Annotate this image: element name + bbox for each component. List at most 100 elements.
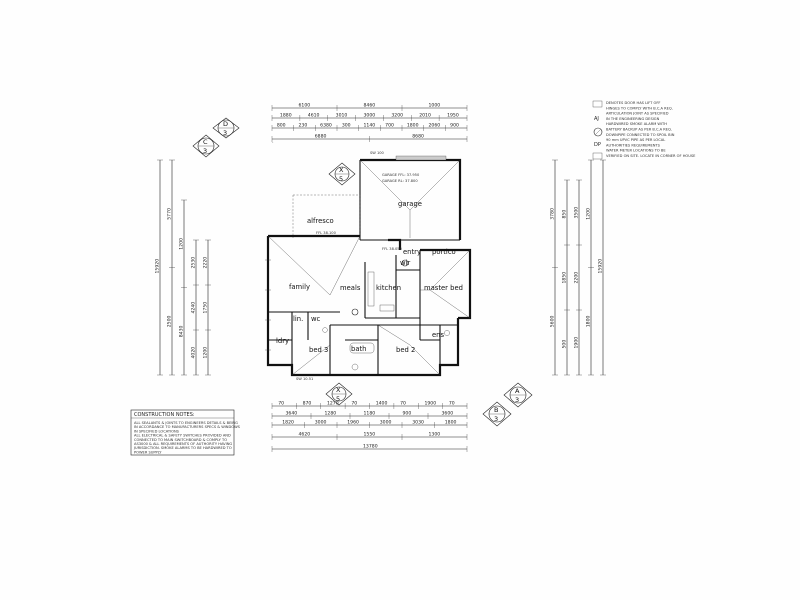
dimension-label: 850 — [562, 210, 568, 219]
right-dimensions: 3780560085018505003500220019001200180015… — [550, 159, 606, 376]
dimension-label: 800 — [277, 123, 286, 129]
dimension-label: 2010 — [419, 113, 431, 119]
section-marker-d: D 3 — [212, 117, 240, 139]
dimension-label: 70 — [400, 401, 406, 407]
smoke-alarm-icon — [593, 127, 603, 137]
section-marker-x-top: X 5 — [328, 162, 356, 186]
roof-hip-lines — [267, 159, 471, 376]
sw-top-label: SW 100 — [370, 151, 385, 155]
room-wc: wc — [311, 315, 321, 323]
section-b-letter: B — [494, 406, 498, 414]
room-garage: garage — [398, 200, 422, 208]
dimension-label: 15920 — [155, 259, 161, 274]
dimension-label: 1200 — [179, 238, 185, 250]
garage-ffl-label: GARAGE FFL: 37.950 — [382, 173, 420, 177]
dimension-label: 5600 — [550, 315, 556, 327]
legend-line: HINGES TO COMPLY WITH B.C.A REQ. — [606, 106, 673, 110]
legend-line: BATTERY BACKUP AS PER B.C.A REQ. — [606, 128, 672, 132]
room-entry: entry — [403, 248, 421, 256]
legend-line: 90 mm UPVC PIPE AS PER LOCAL — [606, 138, 665, 142]
section-d-letter: D — [223, 120, 228, 128]
bath-tub — [349, 342, 375, 354]
dimension-label: 1300 — [429, 432, 441, 438]
main-ffl-label: FFL 38.050 — [382, 247, 403, 251]
dimension-label: 2220 — [203, 257, 209, 269]
dimension-label: 70 — [278, 401, 284, 407]
alfresco-ffl-label: FFL 38.100 — [316, 231, 337, 235]
construction-notes-title: CONSTRUCTION NOTES: — [134, 412, 195, 418]
section-x-bottom-letter: X — [336, 386, 341, 394]
dimension-label: 6100 — [299, 103, 311, 109]
dimension-label: 1850 — [562, 272, 568, 284]
section-marker-a: A 3 — [503, 382, 533, 408]
room-master-bed: master bed — [424, 284, 463, 292]
left-dimensions: 1592057702500120084302530424040202220175… — [155, 159, 211, 376]
dimension-label: 3640 — [286, 411, 298, 417]
dimension-label: 6880 — [315, 134, 327, 140]
downpipe-symbol: DP — [594, 142, 601, 148]
dimension-label: 2530 — [191, 257, 197, 269]
room-wir: wir — [400, 259, 410, 267]
kitchen-island — [379, 304, 395, 312]
dimension-label: 900 — [403, 411, 412, 417]
dimension-label: 8680 — [412, 134, 424, 140]
section-marker-c: C 3 — [192, 134, 220, 158]
construction-note-line: CONNECTED TO MAIN SWITCHBOARD & COMPLY T… — [134, 438, 227, 442]
articulation-joint-symbol: AJ — [594, 116, 599, 122]
dimension-label: 1880 — [280, 113, 292, 119]
section-marker-x-bottom: X 5 — [325, 382, 353, 406]
dimension-label: 3000 — [380, 420, 392, 426]
dimension-label: 1800 — [586, 315, 592, 327]
room-portico: portico — [432, 248, 456, 256]
dimension-label: 1950 — [447, 113, 459, 119]
section-marker-b: B 3 — [482, 401, 512, 427]
dimension-label: 1960 — [347, 420, 359, 426]
dimension-label: 1900 — [424, 401, 436, 407]
legend-line: VERIFIED ON SITE. LOCATE IN CORNER OF HO… — [606, 154, 696, 158]
dimension-label: 4620 — [299, 432, 311, 438]
sw-bottom-label: SW 10.51 — [296, 377, 313, 381]
dimension-label: 5770 — [167, 208, 173, 220]
dimension-label: 1180 — [364, 411, 376, 417]
construction-note-line: AS3000 & ALL REQUIREMENTS OF AUTHORITY H… — [134, 442, 232, 446]
section-x-top-letter: X — [339, 166, 344, 174]
dimension-label: 700 — [385, 123, 394, 129]
dimension-label: 300 — [342, 123, 351, 129]
dimension-label: 1400 — [376, 401, 388, 407]
section-a-number: 3 — [515, 396, 519, 404]
room-lin: lin. — [293, 315, 303, 323]
dimension-label: 3780 — [550, 208, 556, 220]
construction-notes: CONSTRUCTION NOTES: ALL SEALANTS & JOINT… — [130, 409, 241, 456]
legend-line: AUTHORITIES REQUIREMENTS — [606, 143, 661, 147]
dimension-label: 1000 — [429, 103, 441, 109]
dimension-label: 3600 — [442, 411, 454, 417]
legend-line: WATER METER LOCATIONS TO BE — [606, 149, 666, 153]
dimension-label: 1800 — [407, 123, 419, 129]
dimension-label: 1900 — [574, 337, 580, 349]
dimension-label: 1270 — [327, 401, 339, 407]
portico-wall — [420, 248, 472, 320]
room-ldry: ldry — [276, 337, 289, 345]
smoke-alarm-icon — [401, 259, 409, 267]
section-x-top-number: 5 — [339, 175, 343, 183]
dimension-label: 8460 — [364, 103, 376, 109]
legend-line: IN THE ENGINEERING DESIGN — [606, 117, 660, 121]
section-x-bottom-number: 5 — [336, 395, 340, 403]
alfresco-roof — [293, 194, 361, 240]
legend-line: DENOTES DOOR HAS LIFT OFF — [606, 101, 660, 105]
dimension-label: 1200 — [203, 347, 209, 359]
garage-rl-label: GARAGE RL: 37.800 — [382, 179, 418, 183]
dimension-label: 900 — [450, 123, 459, 129]
dimension-label: 6380 — [320, 123, 332, 129]
section-c-number: 3 — [203, 147, 207, 155]
dimension-label: 2500 — [167, 315, 173, 327]
legend-line: ARTICULATION JOINT AS SPECIFIED — [606, 112, 669, 116]
room-family: family — [289, 283, 310, 291]
dimension-label: 1820 — [282, 420, 294, 426]
dimension-label: 1750 — [203, 302, 209, 314]
bath-basin — [351, 363, 359, 371]
building: GARAGE FFL: 37.950 GARAGE RL: 37.800 FFL… — [265, 151, 472, 381]
dimension-label: 1140 — [364, 123, 376, 129]
dimension-label: 70 — [351, 401, 357, 407]
